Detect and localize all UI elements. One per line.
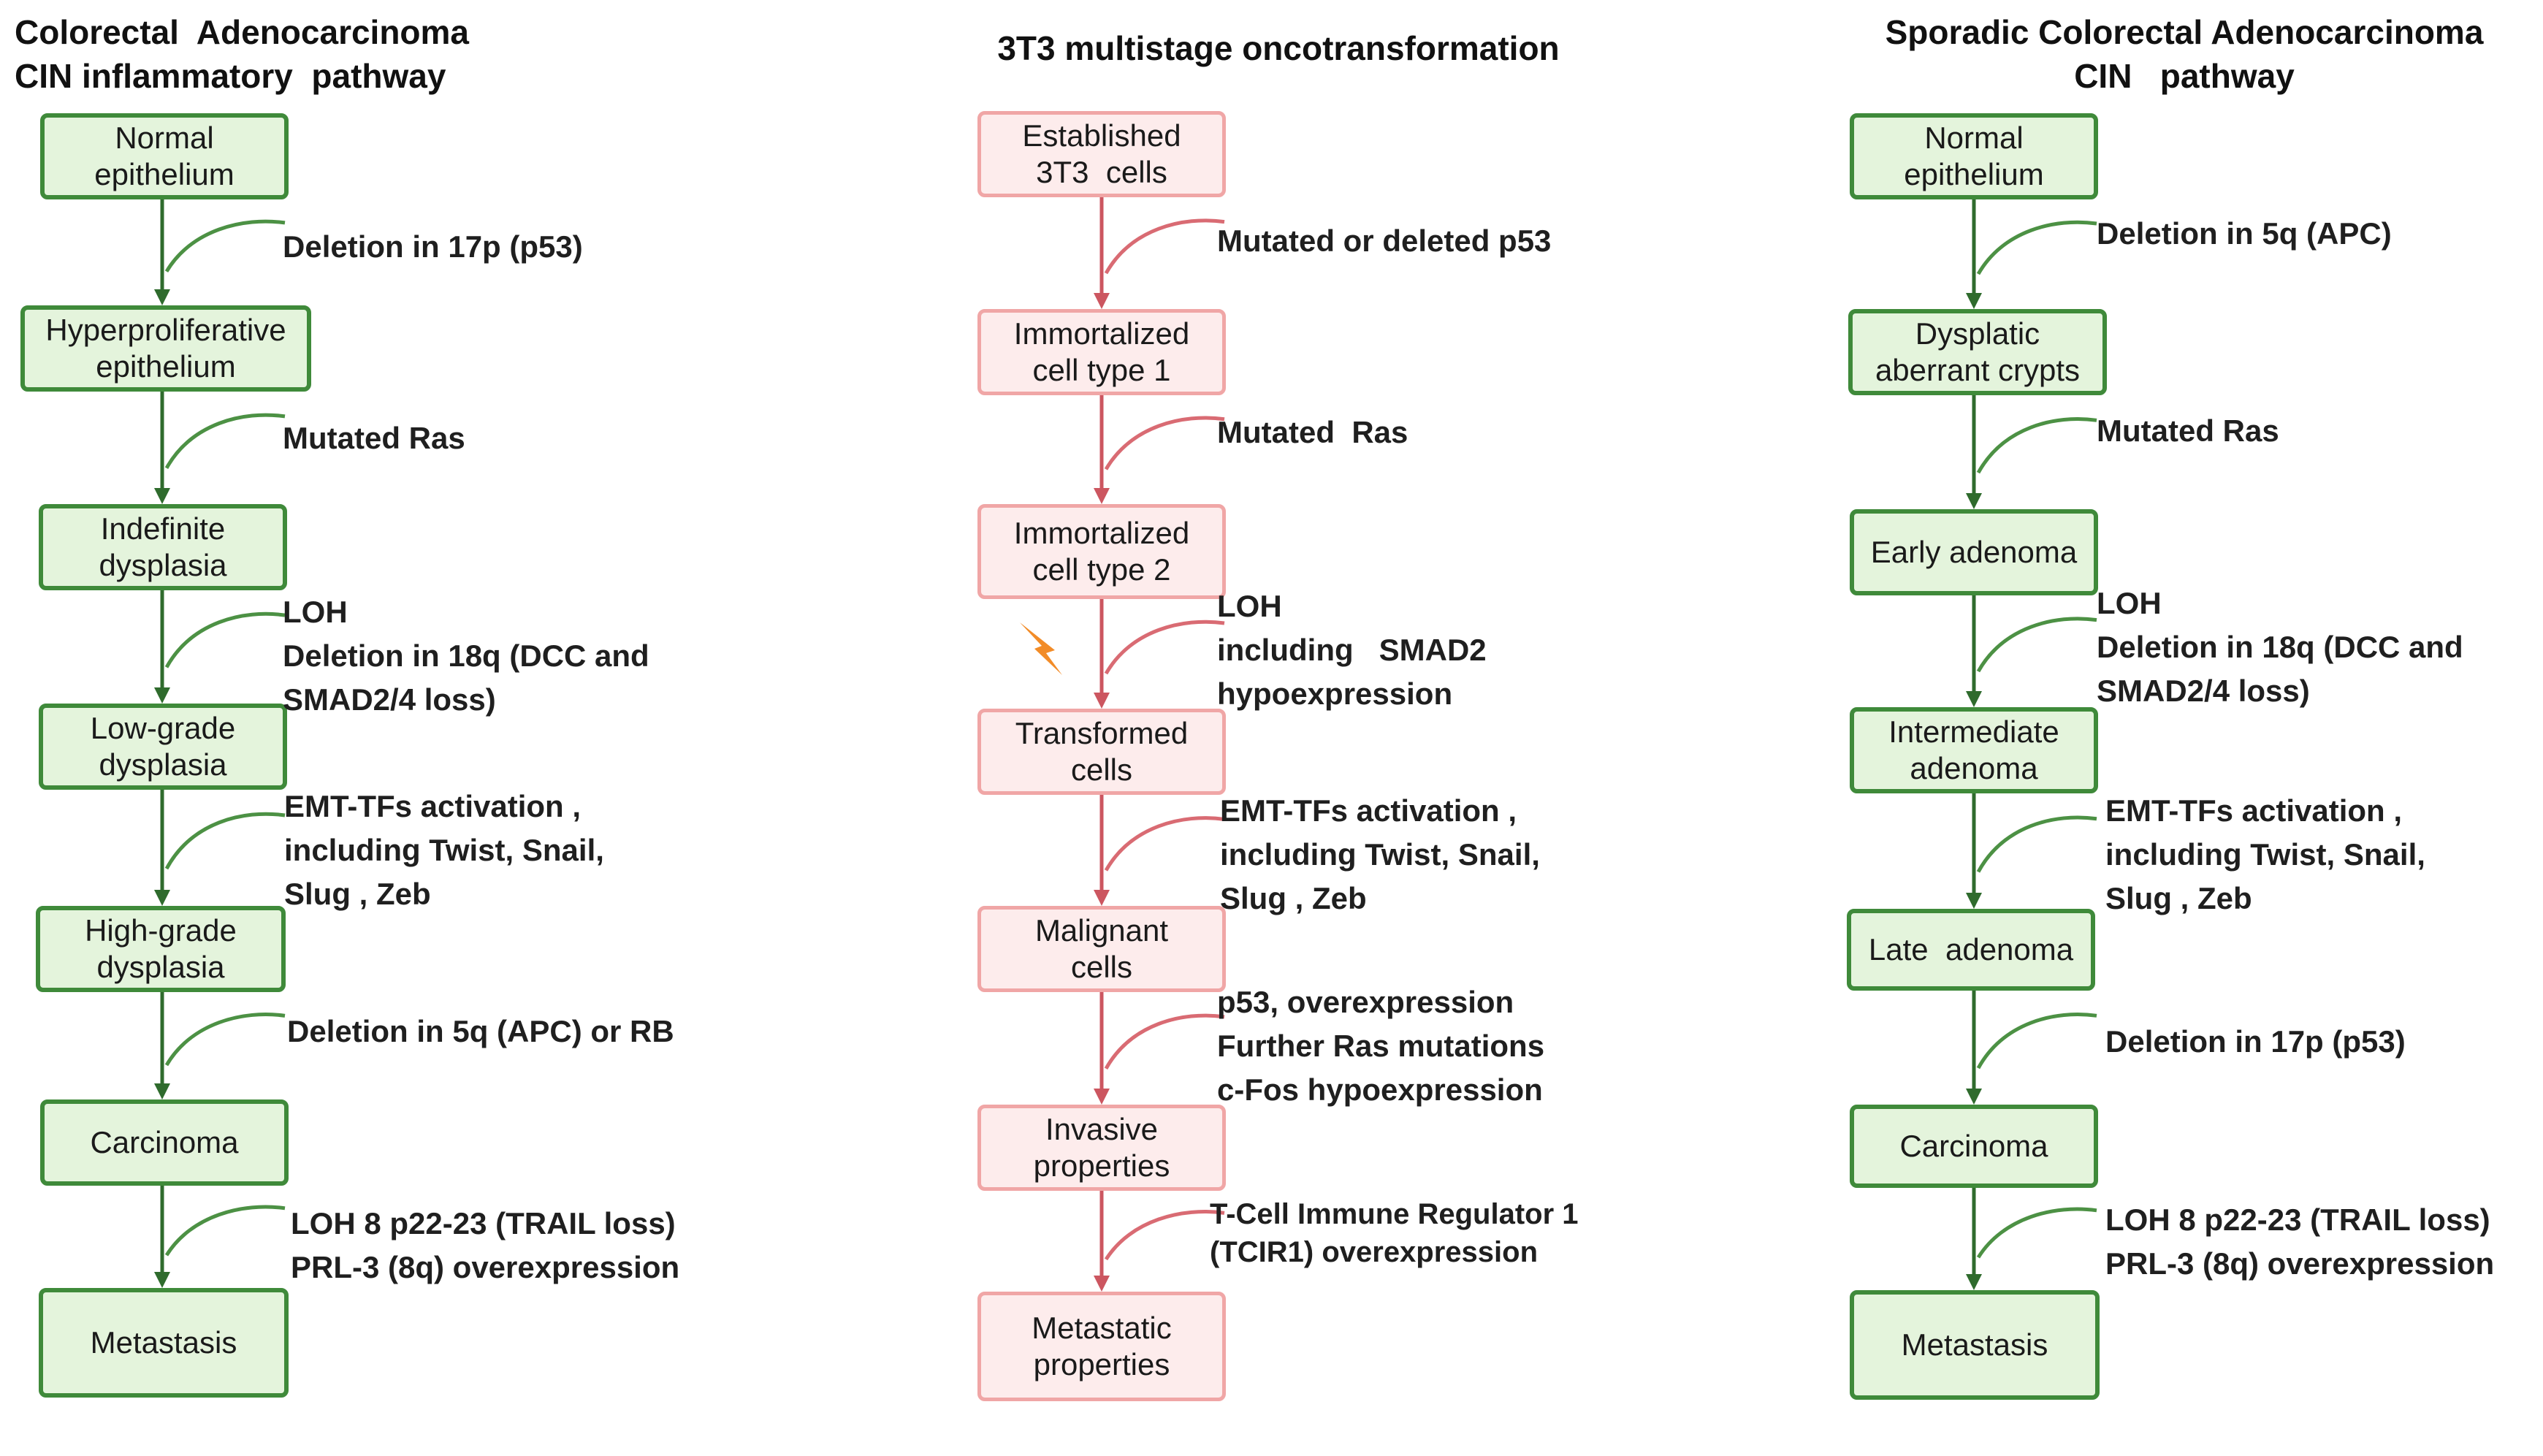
stage-malignant-cells: Malignant cells: [977, 906, 1226, 992]
stage-high-grade-dysplasia: High-grade dysplasia: [36, 906, 286, 992]
transition-label: Deletion in 17p (p53): [283, 229, 583, 264]
mutation-curve-arrow: [1976, 815, 2097, 873]
mutation-curve-arrow: [1104, 416, 1225, 470]
mutation-curve-arrow: [164, 413, 286, 469]
mutation-curve-arrow: [164, 611, 286, 668]
transition-label: Deletion in 17p (p53): [2105, 1024, 2406, 1059]
arrowhead: [1966, 691, 1982, 707]
mutation-curve-arrow: [164, 1013, 286, 1067]
stage-low-grade-dysplasia: Low-grade dysplasia: [39, 704, 287, 790]
transition-label: EMT-TFs activation , including Twist, Sn…: [1220, 793, 1540, 915]
mutation-curve-arrow: [164, 1205, 286, 1257]
transition-label: LOH Deletion in 18q (DCC and SMAD2/4 los…: [283, 595, 649, 717]
column-title-3t3: 3T3 multistage oncotransformation: [997, 29, 1560, 67]
stage-metastasis: Metastasis: [39, 1288, 289, 1398]
transition-label: LOH including SMAD2 hypoexpression: [1217, 589, 1487, 711]
stage-carcinoma: Carcinoma: [40, 1099, 289, 1186]
transition-label: T-Cell Immune Regulator 1 (TCIR1) overex…: [1210, 1198, 1579, 1268]
arrowhead: [1966, 293, 1982, 309]
mutation-curve-arrow: [1104, 1013, 1225, 1070]
stage-metastasis: Metastasis: [1850, 1290, 2100, 1400]
arrowhead: [1966, 893, 1982, 909]
stage-normal-epithelium: Normal epithelium: [40, 113, 289, 199]
transition-label: Deletion in 5q (APC) or RB: [287, 1014, 674, 1048]
mutation-curve-arrow: [164, 219, 286, 272]
arrowhead: [1094, 488, 1110, 504]
mutation-curve-arrow: [164, 812, 286, 870]
arrowhead: [1966, 1274, 1982, 1290]
mutation-curve-arrow: [1104, 816, 1225, 872]
arrowhead: [1966, 1089, 1982, 1105]
mutation-curve-arrow: [1976, 1013, 2097, 1070]
transition-label: Mutated Ras: [283, 421, 465, 455]
stage-carcinoma: Carcinoma: [1850, 1105, 2098, 1188]
stage-transformed-cells: Transformed cells: [977, 709, 1226, 795]
arrowhead: [1094, 1089, 1110, 1105]
arrowhead: [154, 289, 170, 305]
arrowhead: [1094, 1276, 1110, 1292]
arrowhead: [1094, 293, 1110, 309]
stage-immortalized-cell-type-1: Immortalized cell type 1: [977, 309, 1226, 395]
transition-label: LOH Deletion in 18q (DCC and SMAD2/4 los…: [2097, 586, 2463, 708]
arrowhead: [1094, 693, 1110, 709]
arrowhead: [154, 1083, 170, 1099]
transition-label: EMT-TFs activation , including Twist, Sn…: [284, 789, 604, 911]
stage-hyperproliferative-epithelium: Hyperproliferative epithelium: [20, 305, 311, 392]
stage-established-3t3-cells: Established 3T3 cells: [977, 111, 1226, 197]
mutation-curve-arrow: [1976, 1207, 2097, 1259]
transition-label: Mutated Ras: [1217, 415, 1408, 449]
column-title-sporadic: Sporadic Colorectal Adenocarcinoma CIN p…: [1885, 13, 2484, 95]
stage-invasive-properties: Invasive properties: [977, 1105, 1226, 1191]
arrowhead: [154, 890, 170, 906]
mutation-curve-arrow: [1976, 617, 2097, 673]
stage-early-adenoma: Early adenoma: [1850, 509, 2098, 595]
stage-intermediate-adenoma: Intermediate adenoma: [1850, 707, 2098, 793]
arrowhead: [154, 1272, 170, 1288]
transition-label: Deletion in 5q (APC): [2097, 216, 2392, 251]
stage-dysplatic-aberrant-crypts: Dysplatic aberrant crypts: [1848, 309, 2107, 395]
stage-metastatic-properties: Metastatic properties: [977, 1292, 1226, 1401]
transition-label: p53, overexpression Further Ras mutation…: [1217, 985, 1545, 1107]
stage-indefinite-dysplasia: Indefinite dysplasia: [39, 504, 287, 590]
lightning-bolt-icon: [1020, 622, 1062, 675]
arrowhead: [154, 488, 170, 504]
column-title-inflammatory: Colorectal Adenocarcinoma CIN inflammato…: [15, 13, 470, 95]
stage-normal-epithelium: Normal epithelium: [1850, 113, 2098, 199]
mutation-curve-arrow: [1104, 620, 1225, 675]
transition-label: LOH 8 p22-23 (TRAIL loss) PRL-3 (8q) ove…: [291, 1206, 680, 1284]
transition-label: Mutated or deleted p53: [1217, 224, 1552, 258]
mutation-curve-arrow: [1104, 1210, 1225, 1261]
mutation-curve-arrow: [1976, 220, 2097, 275]
mutation-curve-arrow: [1104, 218, 1225, 275]
stage-late-adenoma: Late adenoma: [1847, 909, 2095, 991]
transition-label: LOH 8 p22-23 (TRAIL loss) PRL-3 (8q) ove…: [2105, 1202, 2495, 1281]
arrowhead: [1966, 493, 1982, 509]
arrowhead: [154, 687, 170, 704]
stage-immortalized-cell-type-2: Immortalized cell type 2: [977, 504, 1226, 599]
arrowhead: [1094, 890, 1110, 906]
mutation-curve-arrow: [1976, 417, 2097, 474]
transition-label: EMT-TFs activation , including Twist, Sn…: [2105, 793, 2425, 915]
transition-label: Mutated Ras: [2097, 413, 2279, 448]
